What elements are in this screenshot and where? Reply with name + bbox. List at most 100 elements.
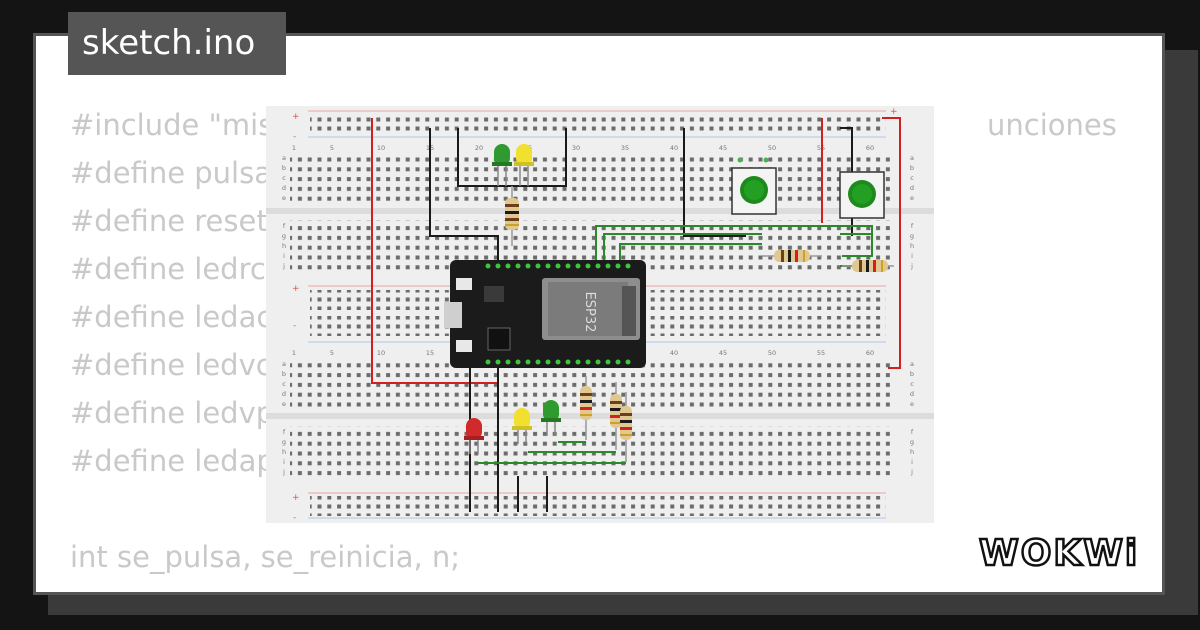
column-number: 60 <box>866 349 874 357</box>
green-wire <box>595 225 873 268</box>
resistor <box>505 186 519 246</box>
column-number: 1 <box>292 349 296 357</box>
code-line: #define ledrc <box>70 252 266 286</box>
row-letter: b <box>282 370 286 378</box>
file-tab[interactable]: sketch.ino <box>68 12 286 75</box>
row-letter: i <box>283 458 285 466</box>
logo-text: WOKWi <box>979 533 1139 574</box>
green-wire <box>603 233 762 268</box>
wokwi-logo: WOKWi <box>978 532 1139 576</box>
row-letter: i <box>911 252 913 260</box>
code-line-fragment: unciones <box>987 108 1117 142</box>
row-letter: i <box>911 458 913 466</box>
code-line: #define ledvp <box>70 396 275 430</box>
row-letter: e <box>282 400 286 408</box>
column-number: 15 <box>426 349 434 357</box>
row-letter: f <box>283 222 286 230</box>
row-letter: c <box>910 380 914 388</box>
esp32-board[interactable]: ESP32 <box>444 260 646 368</box>
column-number: 50 <box>768 349 776 357</box>
rail-plus-label: + <box>292 112 300 122</box>
resistor <box>610 382 622 450</box>
row-letter: c <box>910 174 914 182</box>
led-green[interactable] <box>541 400 561 436</box>
column-number: 5 <box>330 349 334 357</box>
row-letter: h <box>282 242 286 250</box>
column-number: 50 <box>768 144 776 152</box>
column-number: 5 <box>330 144 334 152</box>
column-number: 1 <box>292 144 296 152</box>
code-line: #define ledac <box>70 300 273 334</box>
push-button[interactable] <box>731 157 777 215</box>
led-yellow[interactable] <box>512 408 532 444</box>
rail-plus-label: + <box>292 284 300 294</box>
column-number: 30 <box>572 144 580 152</box>
row-letter: j <box>282 262 285 270</box>
red-wire <box>882 117 901 369</box>
led-green[interactable] <box>492 144 512 186</box>
row-letter: g <box>910 438 914 446</box>
row-letter: c <box>282 380 286 388</box>
row-letter: f <box>911 428 914 436</box>
row-letter: j <box>910 468 913 476</box>
column-number: 45 <box>719 349 727 357</box>
row-letter: i <box>283 252 285 260</box>
code-line: int se_pulsa, se_reinicia, n; <box>70 540 461 574</box>
row-letter: g <box>282 438 286 446</box>
code-line: #define reset <box>70 204 268 238</box>
resistor <box>620 392 632 462</box>
column-number: 10 <box>377 349 385 357</box>
column-number: 45 <box>719 144 727 152</box>
led-yellow[interactable] <box>514 144 534 186</box>
power-rail-bottom <box>308 492 886 519</box>
column-number: 20 <box>475 144 483 152</box>
row-letter: h <box>282 448 286 456</box>
resistor <box>762 250 822 262</box>
row-letter: b <box>910 370 914 378</box>
column-number: 40 <box>670 349 678 357</box>
row-letter: h <box>910 448 914 456</box>
row-letter: j <box>282 468 285 476</box>
column-number: 60 <box>866 144 874 152</box>
rail-minus-label: - <box>293 132 296 142</box>
resistor <box>580 376 592 440</box>
terminal-strip <box>290 152 890 202</box>
row-letter: d <box>910 390 914 398</box>
row-letter: g <box>910 232 914 240</box>
row-letter: e <box>282 194 286 202</box>
row-letter: a <box>910 154 914 162</box>
chip-label: ESP32 <box>582 292 597 333</box>
resistor <box>842 260 894 272</box>
circuit-diagram: + + + + - - - 1 5 10 15 20 25 30 35 40 4… <box>266 106 934 523</box>
row-letter: d <box>910 184 914 192</box>
row-letter: d <box>282 390 286 398</box>
row-letter: b <box>910 164 914 172</box>
row-letter: f <box>283 428 286 436</box>
code-line: #define ledvc <box>70 348 272 382</box>
push-button[interactable] <box>839 171 885 219</box>
black-wire <box>683 128 746 237</box>
code-line: #define ledap <box>70 444 275 478</box>
column-number: 40 <box>670 144 678 152</box>
led-red[interactable] <box>464 418 484 454</box>
rail-plus-label: + <box>292 493 300 503</box>
row-letter: b <box>282 164 286 172</box>
row-letter: e <box>910 194 914 202</box>
row-letter: d <box>282 184 286 192</box>
row-letter: h <box>910 242 914 250</box>
rail-plus-label: + <box>890 107 898 117</box>
column-number: 10 <box>377 144 385 152</box>
row-letter: c <box>282 174 286 182</box>
column-number: 55 <box>817 349 825 357</box>
column-number: 35 <box>621 144 629 152</box>
black-wire <box>429 128 499 266</box>
row-letter: g <box>282 232 286 240</box>
power-rail-top <box>308 110 886 138</box>
row-letter: a <box>910 360 914 368</box>
row-letter: f <box>911 222 914 230</box>
rail-minus-label: - <box>293 513 296 523</box>
row-letter: a <box>282 360 286 368</box>
row-letter: e <box>910 400 914 408</box>
rail-minus-label: - <box>293 321 296 331</box>
row-letter: a <box>282 154 286 162</box>
